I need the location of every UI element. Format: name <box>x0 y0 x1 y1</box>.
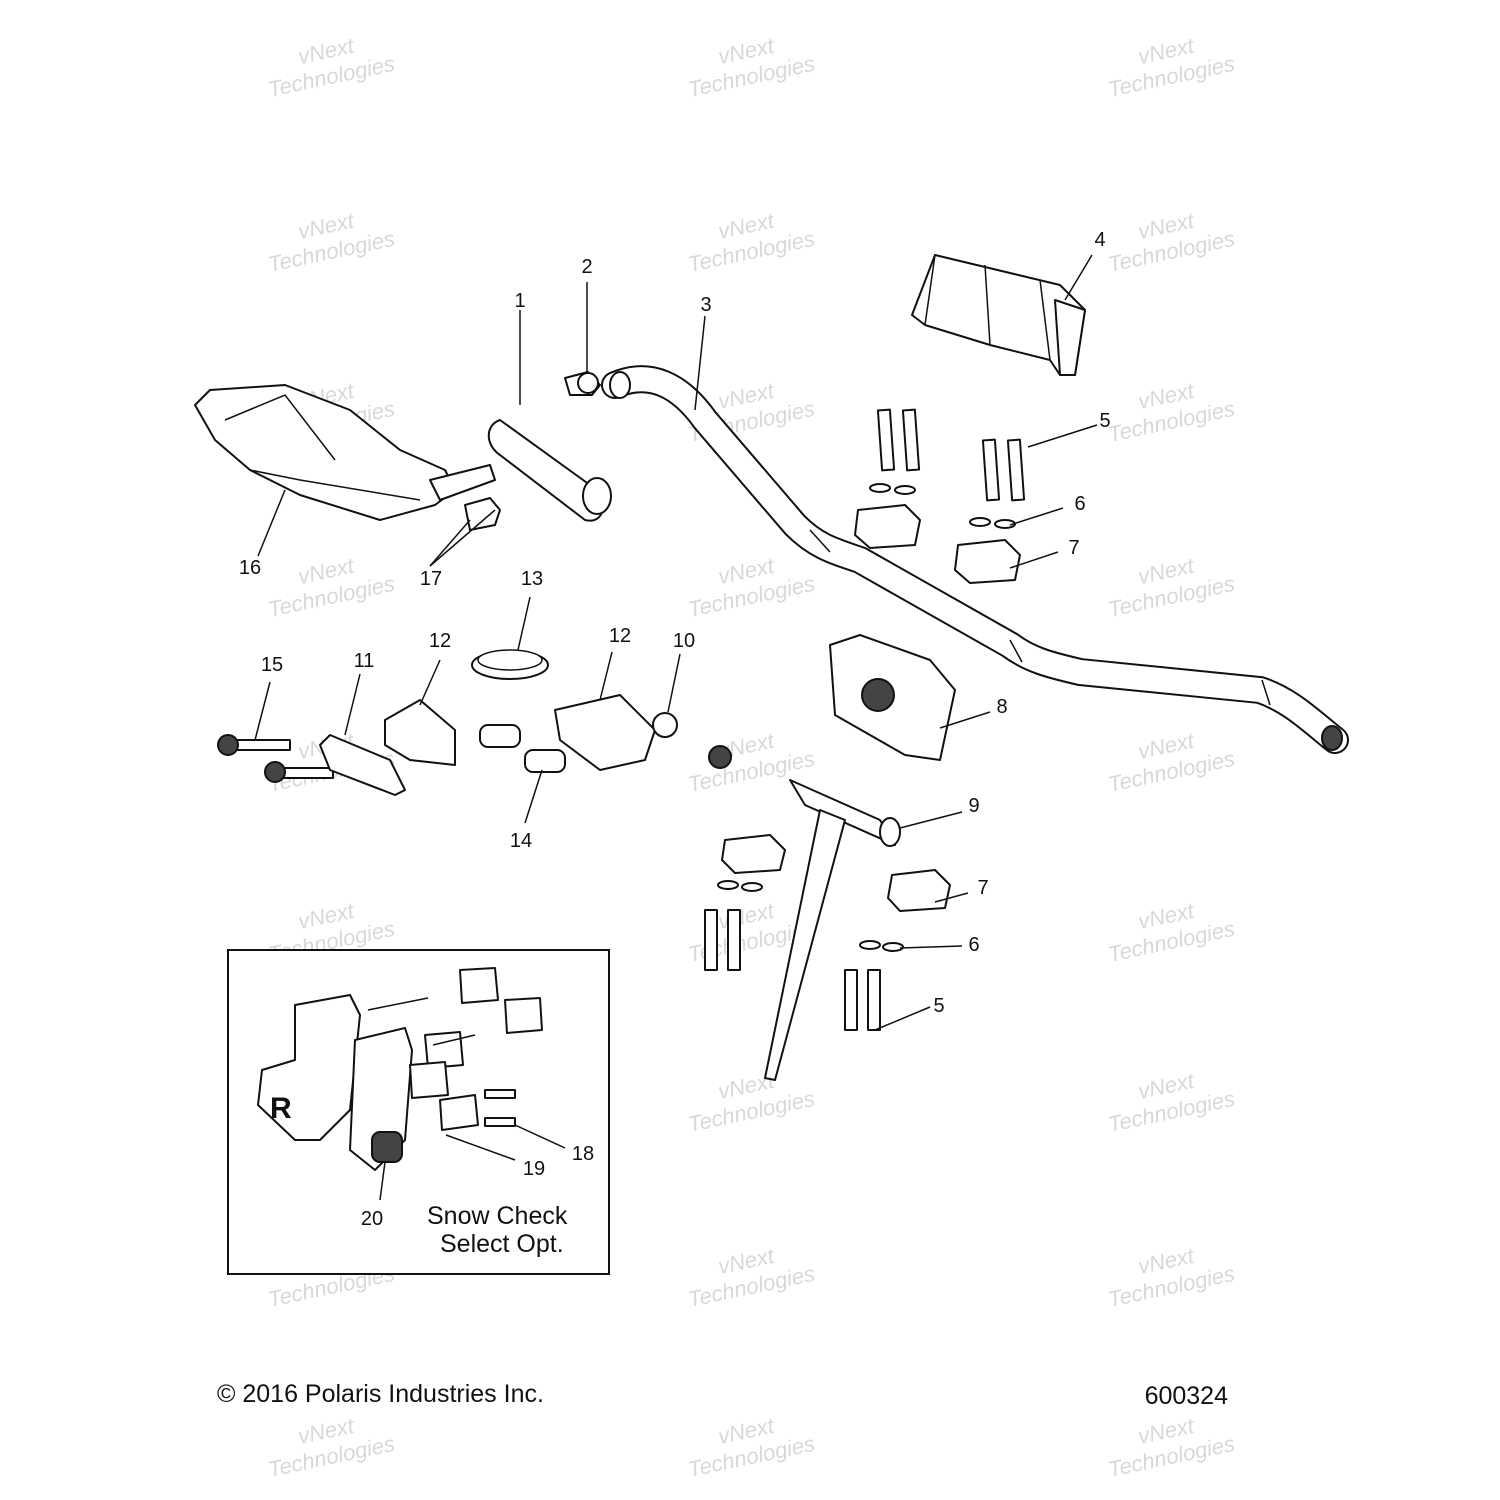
clamp-part-7-lower <box>721 834 951 912</box>
washer-set-part-6-upper <box>869 483 1016 529</box>
callout-16: 16 <box>239 557 261 579</box>
plate-part-11 <box>319 734 406 796</box>
washer-set-part-6-lower <box>717 880 904 952</box>
callout-11: 11 <box>354 650 375 672</box>
ring-part-13 <box>471 649 549 680</box>
callout-15: 15 <box>261 654 283 676</box>
callout-7-lower: 7 <box>977 877 988 899</box>
inset-logo-letter: R <box>270 1092 292 1125</box>
callout-8: 8 <box>996 696 1007 718</box>
inset-note-line-1: Snow Check <box>427 1202 568 1230</box>
callout-19: 19 <box>523 1158 545 1180</box>
clamp-part-7-upper <box>854 504 1021 584</box>
callout-1: 1 <box>514 290 525 312</box>
callout-labels: 1 2 3 4 5 6 7 8 9 10 11 12 12 13 14 15 1… <box>239 229 1111 1230</box>
callout-13: 13 <box>521 568 543 590</box>
callout-5-lower: 5 <box>933 995 944 1017</box>
callout-4: 4 <box>1094 229 1105 251</box>
figure-number: 600324 <box>1145 1382 1229 1410</box>
copyright-text: © 2016 Polaris Industries Inc. <box>217 1380 544 1408</box>
callout-7-upper: 7 <box>1068 537 1079 559</box>
callout-5-upper: 5 <box>1099 410 1110 432</box>
riser-block-part-8 <box>829 634 956 761</box>
callout-10: 10 <box>673 630 695 652</box>
bolt-set-part-5-upper <box>876 408 1026 502</box>
callout-14: 14 <box>510 830 532 852</box>
bar-end-plug-part-2 <box>564 371 601 396</box>
bolt-set-part-5-lower <box>704 909 881 1031</box>
leader-lines <box>254 254 1098 1031</box>
callout-6-lower: 6 <box>968 934 979 956</box>
inset-note-line-2: Select Opt. <box>440 1230 564 1258</box>
callout-12-right: 12 <box>609 625 631 647</box>
callout-17: 17 <box>420 568 442 590</box>
bushing-part-10 <box>652 712 732 769</box>
callout-18: 18 <box>572 1143 594 1165</box>
handlebar-pad-part-4 <box>911 254 1086 376</box>
handguard-part-16 <box>194 384 496 521</box>
spacer-part-14 <box>479 724 566 773</box>
callout-12-left: 12 <box>429 630 451 652</box>
grip-part-1 <box>487 419 612 522</box>
clamp-bracket-part-17 <box>464 497 501 531</box>
steering-post-part-9 <box>764 779 901 1081</box>
clamp-part-12-left <box>384 699 456 766</box>
clamp-part-12-right <box>554 694 656 771</box>
snow-check-inset: R Snow Check Select Opt. <box>227 949 610 1275</box>
handlebar-part-3 <box>601 365 1349 754</box>
callout-3: 3 <box>700 294 711 316</box>
callout-9: 9 <box>968 795 979 817</box>
callout-6-upper: 6 <box>1074 493 1085 515</box>
callout-2: 2 <box>581 256 592 278</box>
callout-20: 20 <box>361 1208 383 1230</box>
